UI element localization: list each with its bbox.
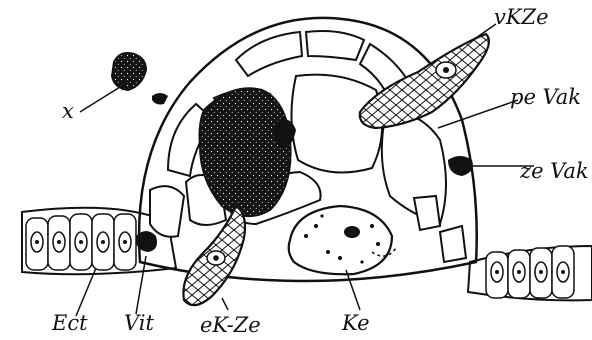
dome-cell [136, 18, 477, 281]
ke-nucleus [289, 206, 396, 274]
ectoderm-cells-right [486, 246, 574, 298]
vacuoles [150, 31, 466, 262]
ekze-leader-line [222, 298, 228, 310]
ke-leader-line [346, 270, 360, 310]
label-ek-ze: eK-Ze [200, 313, 261, 337]
label-vkze: vKZe [494, 5, 549, 29]
ze-vak-granule [448, 156, 473, 176]
small-dark-particle [152, 93, 168, 105]
x-leader-line [80, 82, 128, 112]
label-pe-vak: pe Vak [510, 85, 581, 109]
label-x: x [62, 99, 74, 123]
detached-particle [112, 53, 146, 90]
ectoderm-layer [22, 208, 592, 301]
label-vit: Vit [124, 311, 155, 335]
label-ze-vak: ze Vak [519, 159, 589, 183]
label-ect: Ect [51, 311, 88, 335]
pevak-leader-line [438, 100, 518, 128]
vit-leader-line [136, 256, 146, 314]
label-ke: Ke [341, 311, 370, 335]
